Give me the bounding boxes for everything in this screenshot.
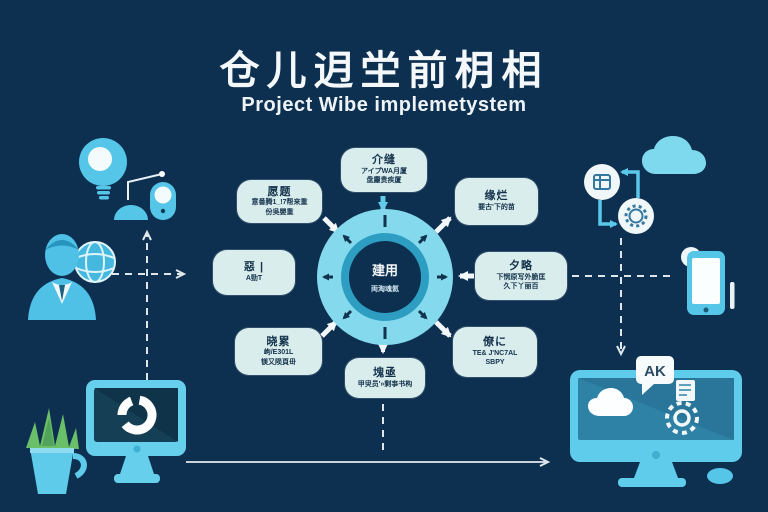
smartphone-icon bbox=[681, 247, 735, 315]
process-hub: 建用 両淘魂氦 bbox=[317, 209, 453, 345]
window-glyph-icon bbox=[593, 174, 611, 190]
step-box-upper-left: 愿题 意番腾1_!7帮来重 份吳嬰重 bbox=[237, 180, 322, 223]
hub-ring-arrows bbox=[322, 215, 448, 339]
box-line: 盘麈贵疾厦 bbox=[366, 177, 402, 185]
doorbell-device-icon bbox=[150, 182, 176, 220]
box-line: 镁又陨頁毌 bbox=[261, 358, 296, 366]
box-line: アイプWA月厦 bbox=[361, 167, 407, 175]
box-line: 岣/E301L bbox=[263, 349, 294, 357]
speech-bubble-ak: AK bbox=[636, 356, 674, 395]
document-icon bbox=[676, 380, 695, 401]
gear-glyph-icon bbox=[624, 204, 648, 228]
step-box-lower-left: 晓累 岣/E301L 镁又陨頁毌 bbox=[235, 328, 322, 375]
globe-icon bbox=[74, 241, 116, 283]
step-box-bottom: 塊亟 甲臾员'»剩亊书构 bbox=[345, 358, 425, 398]
cloud-screen-icon bbox=[588, 388, 633, 416]
gear-icon bbox=[665, 401, 699, 435]
box-line: 僚に bbox=[483, 336, 507, 349]
box-line: 要古'下的苗 bbox=[478, 204, 515, 212]
mouse-icon bbox=[707, 468, 733, 484]
box-line: 缘烂 bbox=[484, 190, 509, 203]
hub-inner-circle bbox=[349, 241, 421, 313]
box-line: 介缝 bbox=[372, 154, 396, 167]
box-line: SBPY bbox=[485, 359, 505, 367]
step-box-lower-right: 僚に TE& J'NC7AL SBPY bbox=[453, 327, 537, 377]
analytics-monitor-icon bbox=[86, 380, 186, 483]
step-box-upper-right: 缘烂 要古'下的苗 bbox=[455, 178, 538, 225]
box-line: 塊亟 bbox=[373, 366, 397, 379]
box-line: 下悯原写外脆匡 bbox=[496, 273, 546, 281]
stylus-icon bbox=[730, 282, 735, 309]
step-box-middle-right: 夕略 下悯原写外脆匡 久下丫丽百 bbox=[475, 252, 567, 300]
box-line: A勁T bbox=[245, 275, 263, 283]
step-box-top: 介缝 アイプWA月厦 盘麈贵疾厦 bbox=[341, 148, 427, 192]
lightbulb-icon bbox=[79, 138, 127, 200]
hub-arrow-sw bbox=[320, 320, 338, 338]
desk-lamp-icon bbox=[114, 171, 176, 220]
box-line: 惡 | bbox=[243, 261, 265, 274]
sync-cycle-icon bbox=[584, 164, 654, 234]
hub-arrow-ne bbox=[434, 216, 452, 234]
workstation-monitor-icon: AK bbox=[570, 356, 742, 487]
box-line: 份吳嬰重 bbox=[265, 208, 294, 216]
page-subtitle: Project Wibe implemetystem bbox=[241, 94, 527, 116]
hub-title: 建用 bbox=[372, 263, 398, 278]
box-line: 意番腾1_!7帮来重 bbox=[251, 199, 308, 207]
box-line: 晓累 bbox=[266, 335, 291, 348]
hub-arrow-se bbox=[434, 320, 452, 338]
businessman-icon bbox=[28, 234, 116, 320]
cloud-icon bbox=[642, 136, 706, 174]
ak-badge-label: AK bbox=[644, 363, 666, 380]
box-line: TE& J'NC7AL bbox=[472, 349, 518, 357]
page-title: 仓儿迌坣前枂相 bbox=[219, 49, 549, 93]
hub-arrow-nw bbox=[322, 216, 340, 234]
hub-subtitle: 両淘魂氦 bbox=[371, 284, 399, 293]
box-line: 愿题 bbox=[267, 185, 292, 198]
box-line: 甲臾员'»剩亊书构 bbox=[357, 380, 413, 388]
step-box-middle-left: 惡 | A勁T bbox=[213, 250, 295, 295]
box-line: 夕略 bbox=[509, 260, 533, 273]
box-line: 久下丫丽百 bbox=[503, 283, 539, 291]
plant-mug-icon bbox=[26, 408, 87, 494]
